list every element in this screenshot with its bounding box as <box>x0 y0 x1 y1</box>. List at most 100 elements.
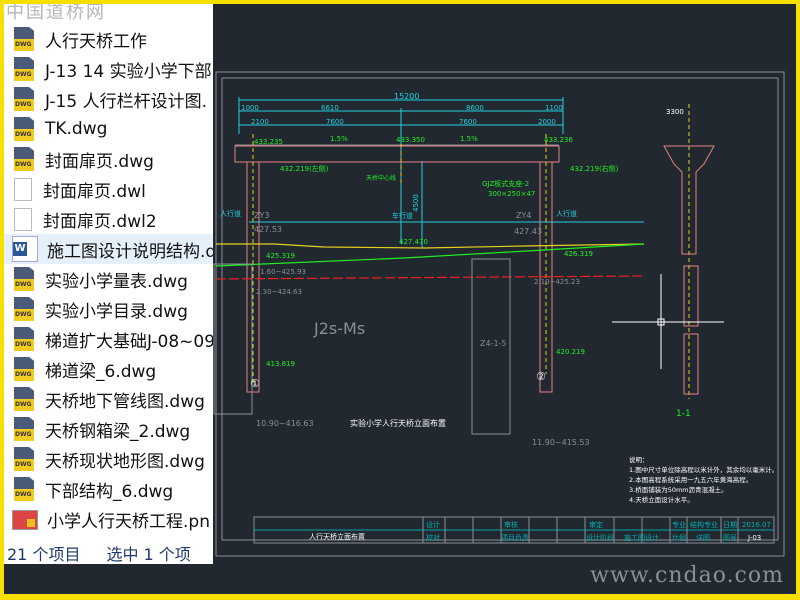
section-label: 1-1 <box>676 409 691 419</box>
elev-label: 432.219(左侧) <box>280 164 329 173</box>
file-item[interactable]: DWG 梯道梁_6.dwg <box>4 354 213 384</box>
dwg-file-icon: DWG <box>12 267 36 291</box>
slope-label: 1.5% <box>460 135 478 143</box>
zy4-elev: 427.43 <box>514 227 542 236</box>
title-block <box>253 516 775 544</box>
cad-drawing-canvas[interactable]: 15200 1000 6610 8600 1100 2100 7600 7600… <box>4 4 796 594</box>
elev-label: 425.319 <box>266 252 295 260</box>
file-name: 封面扉页.dwl2 <box>43 211 157 232</box>
svg-text:审定: 审定 <box>589 520 603 529</box>
svg-text:审核: 审核 <box>504 520 518 529</box>
road-elev: 427.470 <box>399 238 428 246</box>
svg-text:设计阶段: 设计阶段 <box>586 533 614 542</box>
file-name: 封面扉页.dwl <box>43 181 146 202</box>
svg-text:3.桥面铺装为50mm沥青混凝土。: 3.桥面铺装为50mm沥青混凝土。 <box>629 485 728 494</box>
sidewalk-label: 人行道 <box>220 209 241 218</box>
site-watermark: www.cndao.com <box>590 563 784 588</box>
slope-label: 1.5% <box>330 135 348 143</box>
dimension-lines <box>238 97 644 248</box>
dim-total: 15200 <box>394 92 419 101</box>
title-block-text: 人行天桥立面布置 设计 校对 审核 项目负责 审定 设计阶段 施工图设计 专业 … <box>309 520 771 542</box>
elev-label: 420.219 <box>556 348 585 356</box>
elev-label: 413.819 <box>266 360 295 368</box>
elev-label: 11.90~415.53 <box>532 438 590 447</box>
svg-text:项目负责: 项目负责 <box>501 533 529 542</box>
dwg-file-icon: DWG <box>12 87 36 111</box>
selected-count: 选中 1 个项 <box>106 544 191 564</box>
file-item[interactable]: DWG J-15 人行栏杆设计图. <box>4 84 213 114</box>
dwg-file-icon: DWG <box>12 447 36 471</box>
svg-text:详图: 详图 <box>696 533 710 542</box>
file-item[interactable]: DWG 实验小学量表.dwg <box>4 264 213 294</box>
pier-number: ① <box>250 377 260 390</box>
dwg-file-icon: DWG <box>12 147 36 171</box>
status-bar: 21 个项目 选中 1 个项 <box>4 541 213 564</box>
svg-text:4.天桥立面设计水平。: 4.天桥立面设计水平。 <box>629 495 694 504</box>
file-name: 实验小学量表.dwg <box>45 271 188 292</box>
elev-label: 10.90~416.63 <box>256 419 314 428</box>
file-name: 实验小学目录.dwg <box>45 301 188 322</box>
svg-text:设计: 设计 <box>426 520 440 529</box>
zy4: ZY4 <box>516 211 531 220</box>
svg-text:专业: 专业 <box>672 520 686 529</box>
pipeline <box>215 275 645 280</box>
dwg-file-icon: DWG <box>12 117 36 141</box>
dim-text: 6610 <box>321 104 339 112</box>
file-name: 下部结构_6.dwg <box>45 481 174 502</box>
svg-text:校对: 校对 <box>426 533 440 542</box>
file-item[interactable]: 小学人行天桥工程.pn <box>4 504 213 534</box>
svg-text:人行天桥立面布置: 人行天桥立面布置 <box>309 532 365 541</box>
file-item[interactable]: 封面扉页.dwl <box>4 174 213 204</box>
elev-label: 426.319 <box>564 250 593 258</box>
geology-label: J2s-Ms <box>313 319 365 338</box>
file-name: 梯道扩大基础J-08~09 <box>45 331 213 352</box>
drawing-title: 实验小学人行天桥立面布置 <box>350 418 446 428</box>
svg-text:结构专业: 结构专业 <box>690 520 718 529</box>
dwg-file-icon: DWG <box>12 327 36 351</box>
file-item[interactable]: DWG TK.dwg <box>4 114 213 144</box>
svg-text:施工图设计: 施工图设计 <box>624 533 659 542</box>
section-view <box>663 145 715 395</box>
elev-label: 432.219(右侧) <box>570 164 619 173</box>
bridge-beam <box>234 145 560 163</box>
dim-text: 7600 <box>459 118 477 126</box>
dwg-file-icon: DWG <box>12 57 36 81</box>
dwg-file-icon: DWG <box>12 387 36 411</box>
cursor-box <box>657 318 665 326</box>
elev-label: 433.236 <box>544 136 573 144</box>
file-name: J-15 人行栏杆设计图. <box>45 91 207 112</box>
item-count: 21 个项目 <box>7 544 81 564</box>
file-name: 施工图设计说明结构.d <box>47 241 213 262</box>
dim-text: 7600 <box>326 118 344 126</box>
dwg-file-icon: DWG <box>12 417 36 441</box>
file-item[interactable]: 封面扉页.dwl2 <box>4 204 213 234</box>
file-item[interactable]: DWG 梯道扩大基础J-08~09 <box>4 324 213 354</box>
blank-file-icon <box>14 177 32 201</box>
elev-label: 2.30~424.63 <box>256 288 302 296</box>
logo-watermark: 中国道桥网 <box>6 4 106 23</box>
svg-text:J-03: J-03 <box>747 534 761 542</box>
screen: 15200 1000 6610 8600 1100 2100 7600 7600… <box>4 4 796 594</box>
svg-text:日期: 日期 <box>723 521 737 529</box>
bearing-label: GJZ板式支座-2 <box>482 179 529 188</box>
file-name: 梯道梁_6.dwg <box>45 361 157 382</box>
svg-text:说明：: 说明： <box>629 455 649 464</box>
file-name: TK.dwg <box>45 119 108 139</box>
road-line <box>216 243 645 249</box>
outer-frame <box>215 71 785 557</box>
dwg-file-icon: DWG <box>12 357 36 381</box>
zy3-elev: 427.53 <box>254 225 282 234</box>
elev-label: 1.60~425.93 <box>260 268 306 276</box>
lane-label: 车行道 <box>392 211 413 220</box>
notes: 说明： 1.图中尺寸单位除高程以米计外，其余均以毫米计。 2.本图高程系统采用一… <box>629 455 778 504</box>
